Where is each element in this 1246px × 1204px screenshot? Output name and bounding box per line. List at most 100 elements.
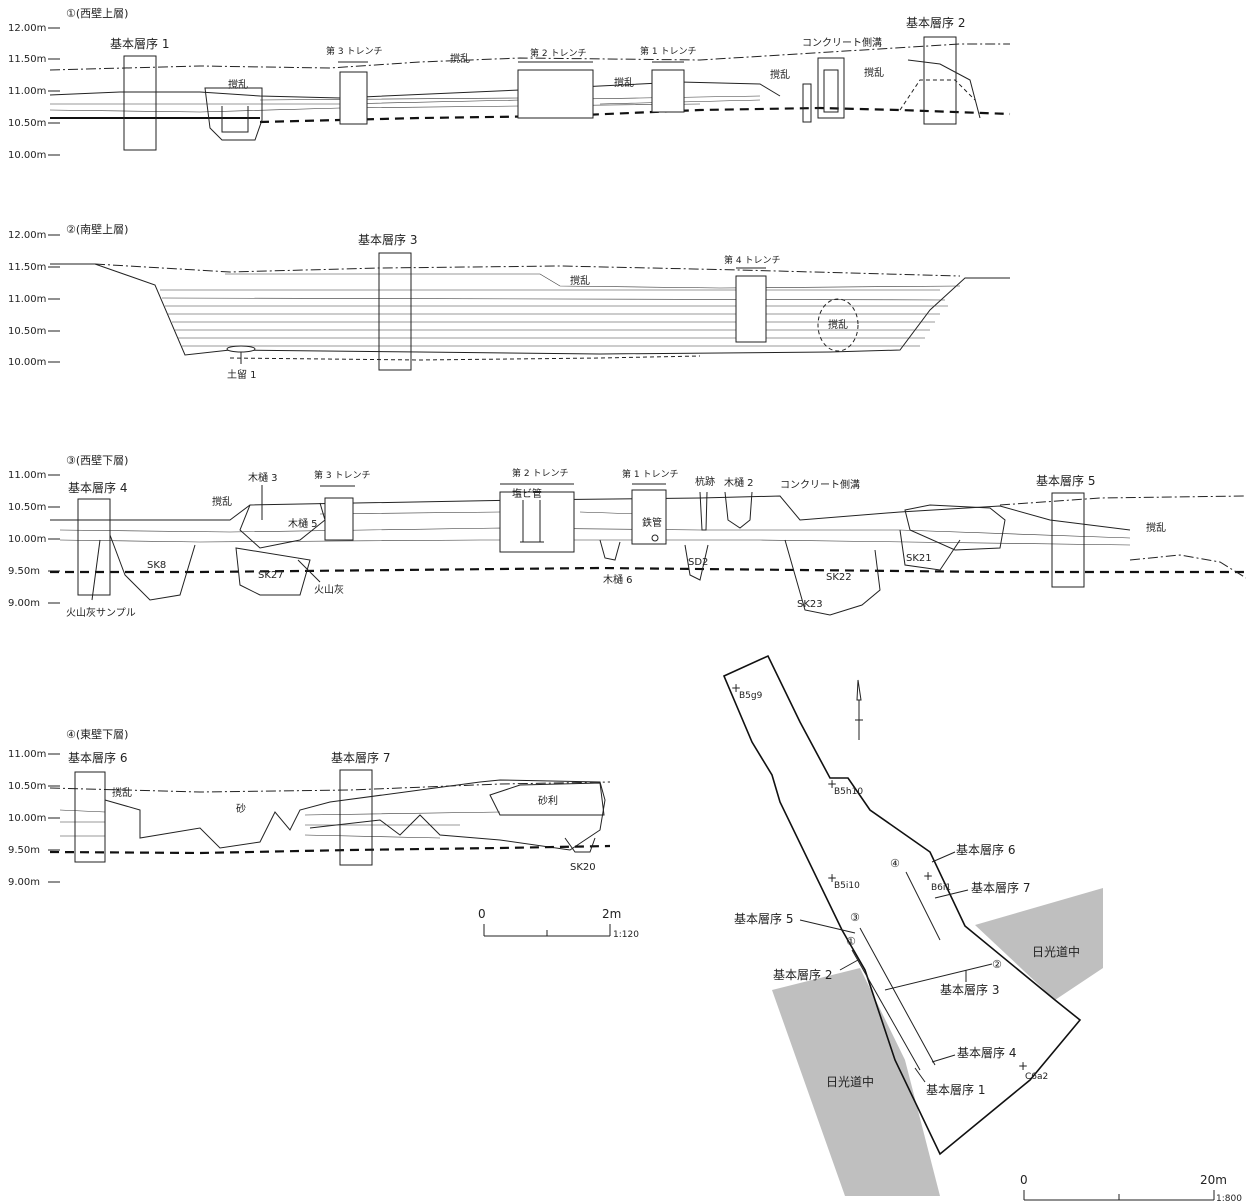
- grid-label: C6a2: [1025, 1072, 1048, 1082]
- svg-text:+: +: [1018, 1059, 1028, 1073]
- okeke5-label: 木樋 5: [288, 517, 318, 530]
- disturb-label: 撹乱: [828, 318, 848, 331]
- y-tick-label: 10.00m: [8, 357, 46, 368]
- y-tick-label: 11.00m: [8, 749, 46, 760]
- y-tick-label: 11.00m: [8, 470, 46, 481]
- seq-label-1: 基本層序 1: [110, 36, 169, 51]
- marker-1: ①: [846, 935, 856, 948]
- section-4: ④(東壁下層) 11.00m 10.50m 10.00m 9.50m 9.00m…: [8, 727, 611, 888]
- trench-3-label: 第 3 トレンチ: [326, 45, 382, 57]
- sk27-label: SK27: [258, 570, 284, 581]
- ash-label: 火山灰: [314, 583, 344, 596]
- y-tick-label: 9.00m: [8, 598, 40, 609]
- y-tick-label: 9.50m: [8, 566, 40, 577]
- trench-1: [631, 489, 667, 545]
- section-2: ②(南壁上層) 12.00m 11.50m 11.00m 10.50m 10.0…: [8, 222, 1010, 381]
- trench-2: [499, 491, 575, 553]
- disturb-label: 撹乱: [450, 52, 470, 65]
- ironpipe-label: 鉄管: [642, 516, 662, 529]
- scale-ratio: 1:120: [613, 930, 639, 940]
- sk20-label: SK20: [570, 862, 596, 873]
- y-tick-label: 10.50m: [8, 781, 46, 792]
- plan-seq-2: 基本層序 2: [773, 967, 832, 982]
- trench-3: [339, 71, 368, 125]
- marker-2: ②: [992, 958, 1002, 971]
- grid-label: B5g9: [739, 691, 763, 701]
- y-tick-label: 11.50m: [8, 54, 46, 65]
- sk23-label: SK23: [797, 599, 823, 610]
- scale-zero: 0: [478, 907, 486, 921]
- trench-2-label: 第 2 トレンチ: [530, 47, 586, 59]
- sk21-label: SK21: [906, 553, 932, 564]
- stratum-lines: [59, 511, 1131, 546]
- plan-seq-6: 基本層序 6: [956, 842, 1015, 857]
- sk8-label: SK8: [147, 560, 166, 571]
- section-outline: [50, 263, 1010, 356]
- sk8-feature: [109, 534, 196, 601]
- y-tick-label: 10.00m: [8, 150, 46, 161]
- y-tick-label: 9.50m: [8, 845, 40, 856]
- section-2-line: [884, 963, 993, 991]
- y-tick-label: 10.50m: [8, 326, 46, 337]
- okeke-area: [239, 502, 326, 549]
- y-tick-label: 10.50m: [8, 118, 46, 129]
- excavation-bottom: [49, 844, 611, 855]
- section-2-y-axis: 12.00m 11.50m 11.00m 10.50m 10.00m: [8, 230, 60, 368]
- surface-line: [94, 263, 961, 277]
- grid-point: + B5g9 + B5h10 + B5i10 + B6i1 + C6a2: [731, 681, 1048, 1082]
- section-1-title: ①(西壁上層): [66, 6, 128, 20]
- disturb-label: 撹乱: [770, 68, 790, 81]
- section-4-y-axis: 11.00m 10.50m 10.00m 9.50m 9.00m: [8, 749, 60, 888]
- trench-4-label: 第 4 トレンチ: [724, 254, 780, 266]
- scale-bar-sections: 0 2m 1:120: [478, 907, 639, 940]
- trench-2-label: 第 2 トレンチ: [512, 467, 568, 479]
- dotome-shape: [226, 345, 256, 353]
- y-tick-label: 11.50m: [8, 262, 46, 273]
- plan-seq-3: 基本層序 3: [940, 982, 999, 997]
- okeke6-label: 木樋 6: [603, 573, 633, 586]
- sd2-label: SD2: [688, 557, 708, 568]
- y-tick-label: 11.00m: [8, 86, 46, 97]
- sk22-label: SK22: [826, 572, 852, 583]
- section-3-y-axis: 11.00m 10.50m 10.00m 9.50m 9.00m: [8, 470, 60, 609]
- trench-4: [735, 275, 767, 343]
- excavation-bottom: [259, 106, 1011, 124]
- disturb-label: 撹乱: [614, 76, 634, 89]
- scale-zero: 0: [1020, 1173, 1028, 1187]
- scale-max: 2m: [602, 907, 621, 921]
- seq-column-3: [378, 252, 412, 371]
- disturb-label: 撹乱: [570, 274, 590, 287]
- north-arrow: [856, 679, 862, 701]
- concrete-gutter: [817, 57, 845, 119]
- sk27-feature: [235, 547, 311, 596]
- seq-label-6: 基本層序 6: [68, 750, 127, 765]
- surface-line: [49, 43, 1010, 71]
- trench-3-label: 第 3 トレンチ: [314, 469, 370, 481]
- seq-label-4: 基本層序 4: [68, 480, 127, 495]
- section-1-line: [851, 949, 921, 1071]
- y-tick-label: 9.00m: [8, 877, 40, 888]
- y-tick-label: 11.00m: [8, 294, 46, 305]
- y-tick-label: 10.00m: [8, 534, 46, 545]
- layer-line: [49, 81, 781, 99]
- svg-text:+: +: [827, 777, 837, 791]
- concrete-label: コンクリート側溝: [780, 478, 860, 491]
- disturb-label: 撹乱: [212, 495, 232, 508]
- trench-1-label: 第 1 トレンチ: [640, 45, 696, 57]
- grid-label: B6i1: [931, 883, 951, 893]
- disturb-label: 撹乱: [864, 66, 884, 79]
- seq-column-5: [1051, 492, 1085, 588]
- okeke2-label: 木樋 2: [724, 476, 754, 489]
- disturb-label: 撹乱: [228, 78, 248, 91]
- sk22-feature: [784, 539, 881, 616]
- plan-seq-5: 基本層序 5: [734, 911, 793, 926]
- disturb-label: 撹乱: [112, 786, 132, 799]
- road-area-west: [772, 968, 940, 1196]
- plan-seq-7: 基本層序 7: [971, 880, 1030, 895]
- marker-4: ④: [890, 857, 900, 870]
- disturb-pit: [204, 87, 263, 141]
- trench-3: [324, 497, 354, 541]
- scale-ratio: 1:800: [1216, 1194, 1242, 1204]
- scale-bar-plan: 0 20m 1:800: [1020, 1173, 1242, 1204]
- svg-text:+: +: [923, 869, 933, 883]
